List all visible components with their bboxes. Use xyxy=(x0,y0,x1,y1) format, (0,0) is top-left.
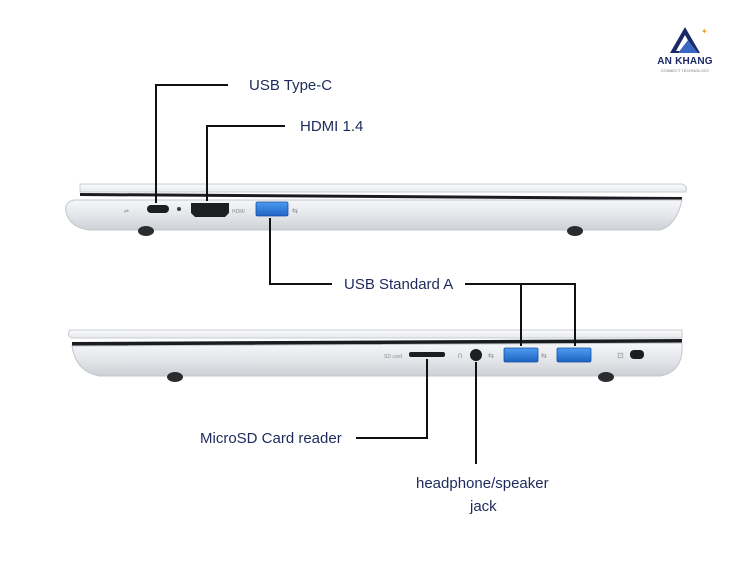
usb-c-port-icon: ⇌ xyxy=(124,208,129,215)
screen-seam xyxy=(80,193,682,200)
callout-usb-a-right xyxy=(465,283,576,346)
laptop-left-side: ⇌ HDMI ⇆ xyxy=(65,183,687,236)
hdmi-port-text: HDMI xyxy=(232,209,245,215)
headphone-icon: ∩ xyxy=(457,351,463,360)
kensington-lock-slot xyxy=(630,350,644,359)
usb-a-port-icon: ⇆ xyxy=(292,207,298,215)
label-headphone-jack-line1: headphone/speaker xyxy=(416,475,549,492)
base xyxy=(65,199,683,231)
label-microsd-card-reader: MicroSD Card reader xyxy=(200,430,342,447)
label-usb-type-c: USB Type-C xyxy=(249,77,333,94)
usb-a-port xyxy=(556,347,592,363)
foot xyxy=(567,226,583,236)
label-usb-standard-a: USB Standard A xyxy=(344,276,454,293)
laptop-right-side: SD card ∩ ⇆ ⇆ ⊡ xyxy=(67,329,683,382)
hdmi-port xyxy=(191,203,229,217)
foot xyxy=(167,372,183,382)
callout-usb-c xyxy=(155,84,228,203)
foot xyxy=(138,226,154,236)
brand-name: AN KHANG xyxy=(657,56,713,67)
usb-a-port xyxy=(255,201,289,217)
lid xyxy=(67,329,683,339)
lid xyxy=(79,183,687,193)
lock-icon: ⊡ xyxy=(617,351,624,360)
usb-a-port-icon: ⇆ xyxy=(541,352,547,360)
logo-mark-icon: ✦ xyxy=(670,27,708,53)
label-headphone-jack-line2: jack xyxy=(470,498,497,515)
microsd-slot xyxy=(409,352,445,357)
brand-logo: ✦ AN KHANG CONNECT TECHNOLOGY xyxy=(650,26,720,76)
headphone-jack xyxy=(470,349,482,361)
screen-seam xyxy=(72,339,682,346)
microsd-slot-text: SD card xyxy=(384,354,402,360)
usb-a-port-icon: ⇆ xyxy=(488,352,494,360)
usb-c-port xyxy=(147,205,169,213)
callout-microsd xyxy=(356,359,428,439)
foot xyxy=(598,372,614,382)
svg-text:✦: ✦ xyxy=(701,27,708,36)
callout-hdmi xyxy=(206,125,285,201)
label-hdmi: HDMI 1.4 xyxy=(300,118,364,135)
usb-a-port xyxy=(503,347,539,363)
callout-usb-a-left xyxy=(269,218,332,285)
callout-lines xyxy=(155,84,576,464)
status-led xyxy=(177,207,181,211)
brand-tagline: CONNECT TECHNOLOGY xyxy=(660,68,710,73)
